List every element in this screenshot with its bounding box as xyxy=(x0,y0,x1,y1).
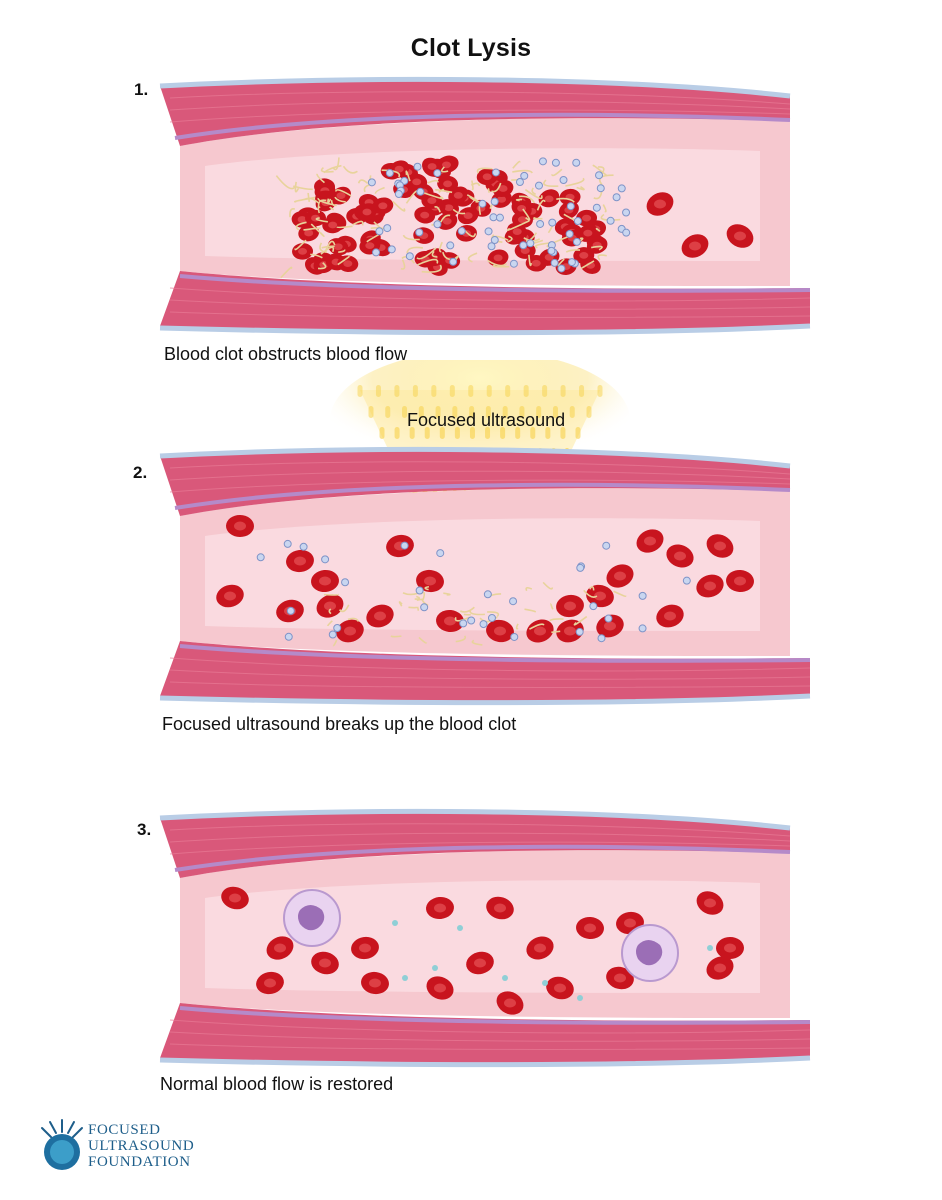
step-1-number: 1. xyxy=(134,80,149,99)
vessel-panel-1 xyxy=(150,76,820,336)
page-title: Clot Lysis xyxy=(410,34,532,62)
logo-line-3: Foundation xyxy=(88,1154,191,1170)
vessel-3 xyxy=(159,808,811,1068)
clot-fragments xyxy=(256,539,691,647)
red-blood-cells-2 xyxy=(216,514,754,643)
step-3-caption: Normal blood flow is restored xyxy=(160,1074,394,1094)
step-1-caption: Blood clot obstructs blood flow xyxy=(164,344,408,364)
step-3-number: 3. xyxy=(137,820,152,839)
logo-line-1: Focused xyxy=(88,1122,161,1138)
vessel-illustration-3 xyxy=(159,808,811,1068)
foundation-logo xyxy=(38,1118,218,1178)
vessel-illustration-2 xyxy=(159,446,811,706)
vessel-illustration-1 xyxy=(159,76,811,336)
step-2-number: 2. xyxy=(133,463,148,482)
vessel-panel-3 xyxy=(150,808,820,1068)
ultrasound-label: Focused ultrasound xyxy=(407,410,566,430)
logo-line-2: Ultrasound xyxy=(88,1138,195,1154)
step-2-caption: Focused ultrasound breaks up the blood c… xyxy=(162,714,517,734)
foundation-logo-text: Focused Ultrasound Foundation xyxy=(88,1122,194,1170)
red-blood-cells-3 xyxy=(221,886,744,1015)
foundation-logo-icon xyxy=(41,1119,83,1170)
vessel-panel-2 xyxy=(150,446,820,706)
blood-clot xyxy=(275,155,631,279)
white-blood-cells xyxy=(283,889,679,982)
red-blood-cells-1 xyxy=(646,192,754,258)
